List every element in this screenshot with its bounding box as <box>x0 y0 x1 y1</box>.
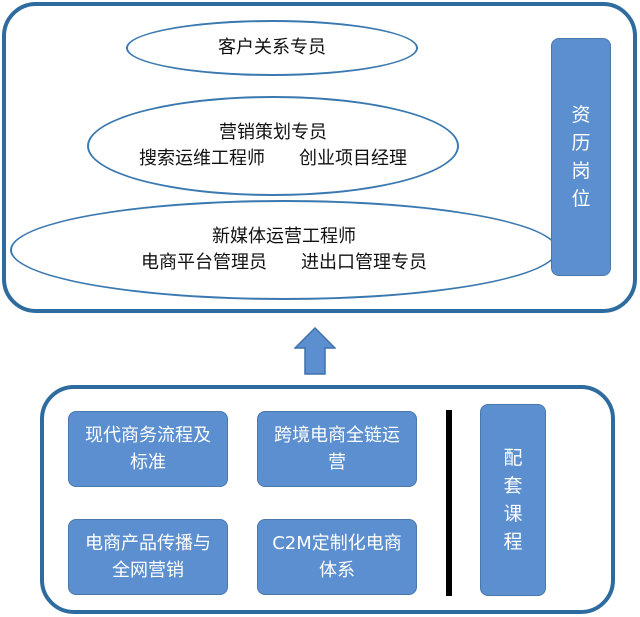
course-card: 电商产品传播与全网营销 <box>68 519 228 595</box>
positions-label-char: 资 <box>571 104 591 126</box>
courses-label-box: 配 套 课 程 <box>480 404 546 596</box>
tier-2-title: 营销策划专员 <box>219 122 327 143</box>
tier-3-role-1: 电商平台管理员 <box>141 252 267 273</box>
up-arrow-icon <box>294 327 336 375</box>
positions-label-box: 资 历 岗 位 <box>551 38 611 276</box>
positions-label-char: 历 <box>571 132 591 154</box>
courses-label-char: 配 <box>503 447 523 469</box>
tier-3-ellipse: 新媒体运营工程师 电商平台管理员 进出口管理专员 <box>10 200 558 300</box>
tier-3-title: 新媒体运营工程师 <box>212 226 356 247</box>
positions-label-char: 岗 <box>571 160 591 182</box>
divider-line <box>446 410 452 596</box>
courses-label-char: 程 <box>503 531 523 553</box>
courses-label-char: 课 <box>503 503 523 525</box>
course-card: 现代商务流程及标准 <box>68 411 228 487</box>
tier-1-ellipse: 客户关系专员 <box>126 20 418 76</box>
tier-3-roles: 电商平台管理员 进出口管理专员 <box>141 250 427 276</box>
tier-3-role-2: 进出口管理专员 <box>301 252 427 273</box>
courses-label-char: 套 <box>503 475 523 497</box>
tier-2-ellipse: 营销策划专员 搜索运维工程师 创业项目经理 <box>87 96 459 196</box>
tier-2-role-1: 搜索运维工程师 <box>139 148 265 169</box>
tier-1-title: 客户关系专员 <box>218 37 326 58</box>
positions-label-char: 位 <box>571 188 591 210</box>
course-card: 跨境电商全链运营 <box>257 411 417 487</box>
tier-2-roles: 搜索运维工程师 创业项目经理 <box>139 146 407 172</box>
courses-label: 配 套 课 程 <box>503 444 522 556</box>
course-card: C2M定制化电商体系 <box>257 519 417 595</box>
positions-label: 资 历 岗 位 <box>571 101 590 213</box>
tier-2-role-2: 创业项目经理 <box>299 148 407 169</box>
